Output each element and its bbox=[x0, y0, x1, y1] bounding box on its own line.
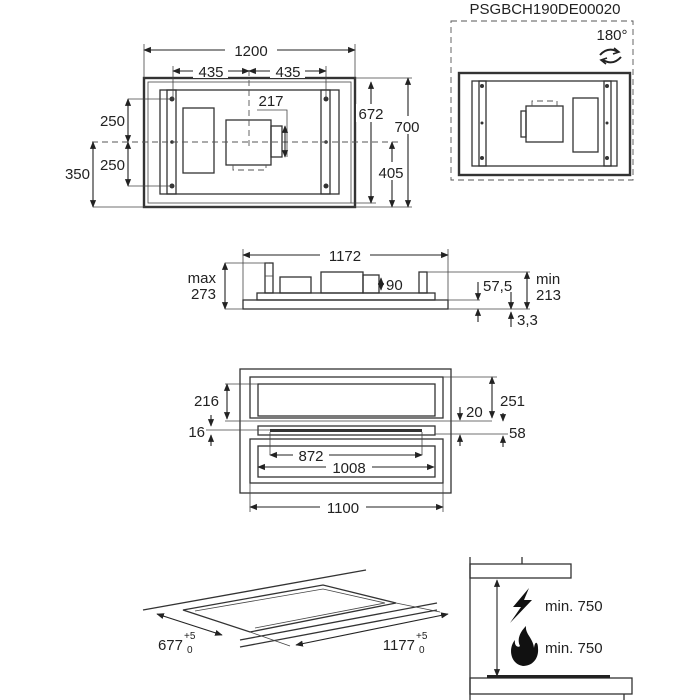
dim-58: 58 bbox=[509, 425, 526, 442]
tol-plus-1177: +5 bbox=[416, 631, 428, 642]
rotate-icon bbox=[599, 47, 622, 65]
dim-20: 20 bbox=[466, 404, 483, 421]
dim-216: 216 bbox=[194, 393, 219, 410]
motor-box bbox=[225, 119, 272, 166]
tol-minus-1177: 0 bbox=[419, 645, 425, 656]
dim-872: 872 bbox=[298, 448, 323, 465]
dim-1100: 1100 bbox=[327, 500, 359, 517]
dim-16: 16 bbox=[188, 424, 205, 441]
electric-clearance: min. 750 bbox=[545, 598, 603, 615]
dim-min-213: 213 bbox=[536, 287, 561, 304]
dim-max-273: 273 bbox=[191, 286, 216, 303]
accessory-code: PSGBCH190DE00020 bbox=[470, 1, 621, 18]
min-label: min bbox=[536, 271, 560, 288]
top-view: 1200 435 435 217 250 250 350 672 405 700 bbox=[65, 40, 423, 209]
max-label: max bbox=[188, 270, 217, 287]
dim-57-5: 57,5 bbox=[483, 278, 512, 295]
dim-250-lower: 250 bbox=[100, 157, 125, 174]
clearance-diagram: min. 750 min. 750 bbox=[469, 557, 633, 700]
filter-box bbox=[182, 107, 215, 174]
side-view: 1172 max 273 90 57,5 min 213 3,3 bbox=[188, 246, 561, 329]
right-rail bbox=[320, 89, 331, 195]
dim-1172: 1172 bbox=[329, 248, 361, 265]
dim-1200: 1200 bbox=[234, 43, 267, 60]
dim-251: 251 bbox=[500, 393, 525, 410]
dim-405: 405 bbox=[378, 165, 403, 182]
dim-3-3: 3,3 bbox=[517, 312, 538, 329]
dim-90: 90 bbox=[386, 277, 403, 294]
dim-217: 217 bbox=[258, 93, 283, 110]
dim-677: 677 bbox=[158, 637, 183, 654]
tol-plus-677: +5 bbox=[184, 631, 196, 642]
flame-icon bbox=[511, 626, 539, 666]
rotation-label: 180° bbox=[596, 27, 627, 44]
cutout-perspective: 677 +5 0 1177 +5 0 bbox=[142, 569, 449, 656]
dim-1177: 1177 bbox=[383, 637, 415, 654]
dim-435-right: 435 bbox=[275, 64, 300, 81]
gas-clearance: min. 750 bbox=[545, 640, 603, 657]
electric-icon bbox=[510, 588, 532, 623]
tol-minus-677: 0 bbox=[187, 645, 193, 656]
dim-700: 700 bbox=[394, 119, 419, 136]
dim-1008: 1008 bbox=[332, 460, 365, 477]
dim-350: 350 bbox=[65, 166, 90, 183]
dim-250-upper: 250 bbox=[100, 113, 125, 130]
dim-435-left: 435 bbox=[198, 64, 223, 81]
accessory-inset: PSGBCH190DE00020 180° bbox=[450, 1, 634, 181]
front-view: 216 16 251 20 58 872 1008 1100 bbox=[188, 368, 526, 517]
dim-672: 672 bbox=[358, 106, 383, 123]
